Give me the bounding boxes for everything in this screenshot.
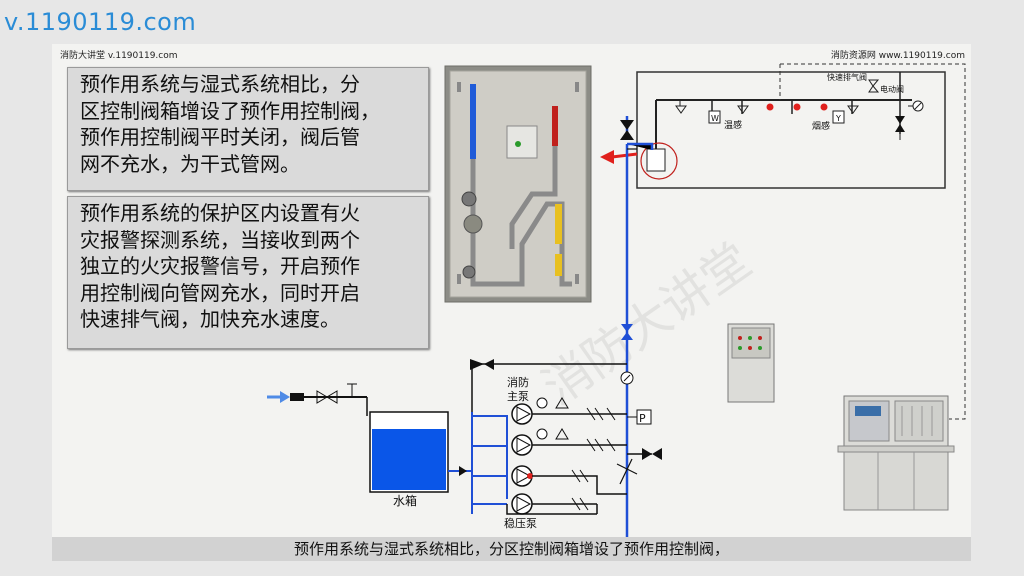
text-line: 预作用控制阀平时关闭，阀后管 — [80, 125, 360, 149]
protected-area-diagram: W 温感 Y 烟感 快速排气阀 电动阀 — [600, 63, 966, 420]
site-watermark: v.1190119.com — [4, 8, 197, 36]
explanation-box-1: 预作用系统与湿式系统相比，分 区控制阀箱增设了预作用控制阀， 预作用控制阀平时关… — [67, 67, 429, 191]
pump-control-cabinet — [727, 323, 775, 403]
fire-alarm-console — [837, 395, 955, 511]
text-line: 灾报警探测系统，当接收到两个 — [80, 227, 360, 252]
main-pump-label: 消防 — [507, 375, 529, 389]
text-line: 网不充水，为干式管网。 — [80, 151, 300, 176]
text-line: 区控制阀箱增设了预作用控制阀， — [80, 98, 380, 123]
smoke-sensor-label: 烟感 — [812, 120, 830, 132]
fast-exhaust-valve-label: 快速排气阀 — [827, 72, 867, 82]
water-tank-label: 水箱 — [393, 493, 417, 508]
slide-canvas: 消防大讲堂 v.1190119.com 消防资源网 www.1190119.co… — [52, 44, 971, 561]
pressure-tag: P — [639, 412, 646, 425]
main-pump-label: 主泵 — [507, 390, 529, 403]
control-valve-icon — [621, 324, 633, 340]
check-valve-icon — [470, 359, 494, 370]
alarm-dot — [793, 103, 801, 111]
control-valve-icon — [620, 120, 634, 140]
explanation-box-2: 预作用系统的保护区内设置有火 灾报警探测系统，当接收到两个 独立的火灾报警信号，… — [67, 196, 429, 349]
alarm-dot — [820, 103, 828, 111]
text-line: 预作用系统的保护区内设置有火 — [80, 201, 360, 225]
text-line: 预作用系统与湿式系统相比，分 — [80, 72, 360, 96]
text-line: 独立的火灾报警信号，开启预作 — [80, 254, 360, 278]
inflow-arrow-icon — [280, 391, 290, 403]
header-left-credit: 消防大讲堂 v.1190119.com — [60, 51, 178, 61]
temp-sensor-tag: W — [711, 114, 719, 123]
temp-sensor-icon — [708, 110, 721, 124]
header-right-credit: 消防资源网 www.1190119.com — [830, 51, 965, 61]
highlight-circle — [640, 142, 678, 180]
riser-pipes: P — [470, 116, 662, 537]
red-arrow-icon — [600, 150, 614, 164]
pump-room: 水箱 消防 主泵 — [267, 375, 627, 530]
text-line: 快速排气阀，加快充水速度。 — [80, 307, 340, 331]
system-diagram: 消防大讲堂 W 温感 Y 烟感 快速排气阀 — [267, 63, 966, 537]
subtitle-caption: 预作用系统与湿式系统相比，分区控制阀箱增设了预作用控制阀， — [52, 537, 971, 561]
smoke-sensor-tag: Y — [835, 114, 841, 123]
alarm-dot — [766, 103, 774, 111]
electric-valve-label: 电动阀 — [880, 84, 904, 94]
smoke-sensor-icon — [832, 110, 845, 124]
text-line: 用控制阀向管网充水，同时开启 — [80, 280, 360, 305]
water-level — [372, 429, 446, 490]
jockey-pump-label: 稳压泵 — [504, 516, 537, 530]
valve-cabinet-photo — [444, 65, 592, 303]
temp-sensor-label: 温感 — [724, 119, 742, 131]
